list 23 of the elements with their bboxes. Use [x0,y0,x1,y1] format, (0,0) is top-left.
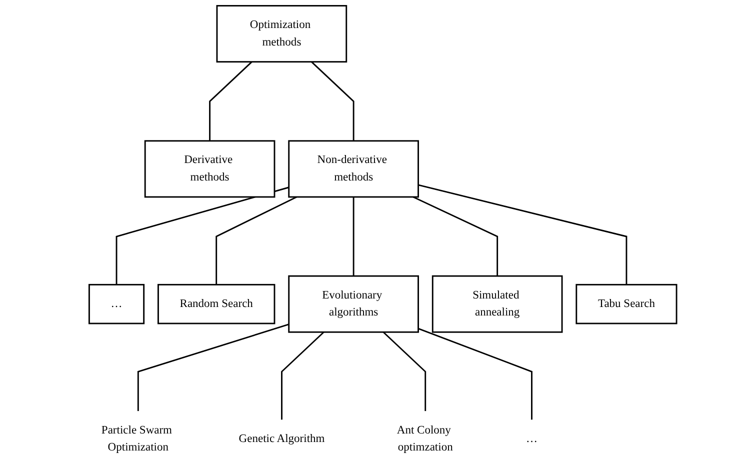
connector [412,196,498,276]
connector [281,332,324,420]
connector [352,196,354,276]
connector [382,332,426,412]
node-box [432,275,563,333]
node-box [288,275,419,333]
node-box [88,284,145,324]
node-text: Particle Swarm Optimization [101,424,172,454]
node-text: Genetic Algorithm [238,432,325,445]
connector [209,61,252,141]
connector [116,186,290,285]
node-box [576,284,678,324]
connector [418,328,532,420]
connector [137,324,290,412]
connector [418,184,628,285]
node-box [216,5,348,63]
node-text: Ant Colony optimzation [396,424,453,454]
node-box [144,140,276,198]
node-text: … [526,432,538,445]
node-box [288,140,419,198]
node-box [158,284,276,324]
connector [216,196,297,285]
connector [311,61,354,141]
